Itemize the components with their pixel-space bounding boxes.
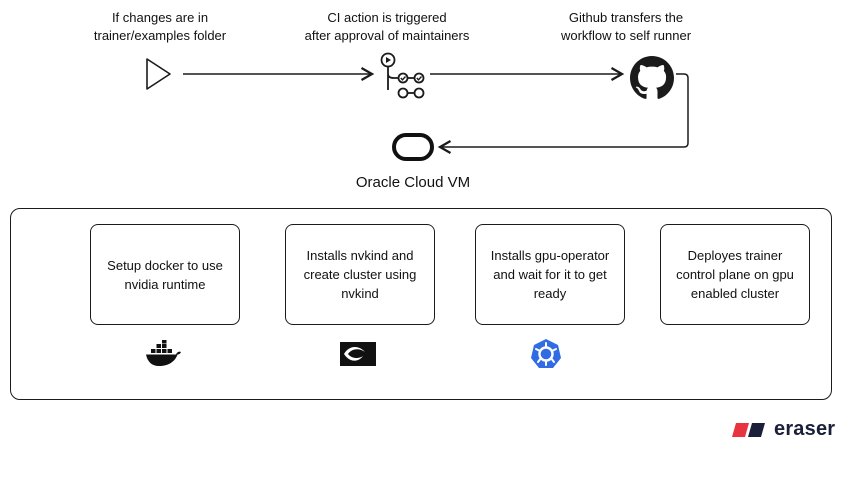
github-caption: Github transfers the workflow to self ru… — [560, 10, 692, 43]
step-setup-docker: Setup docker to use nvidia runtime — [90, 224, 240, 325]
eraser-logo-icon — [732, 422, 765, 437]
docker-icon — [146, 340, 181, 366]
arrow-github-to-vm — [437, 73, 689, 154]
trigger-caption: If changes are in trainer/examples folde… — [93, 10, 227, 43]
nvidia-icon — [340, 342, 376, 366]
ci-caption: CI action is triggered after approval of… — [304, 10, 470, 43]
vm-container — [10, 208, 832, 400]
eraser-brand: eraser — [732, 418, 835, 441]
step-deploy-trainer: Deployes trainer control plane on gpu en… — [660, 224, 810, 325]
kubernetes-icon — [531, 339, 561, 368]
eraser-brand-text: eraser — [774, 418, 836, 440]
play-icon — [146, 58, 171, 90]
vm-label: Oracle Cloud VM — [355, 174, 471, 191]
step-text: Deployes trainer control plane on gpu en… — [676, 248, 794, 301]
github-actions-icon — [380, 52, 425, 99]
step-text: Installs gpu-operator and wait for it to… — [490, 248, 610, 301]
step-text: Setup docker to use nvidia runtime — [107, 257, 223, 292]
step-install-nvkind: Installs nvkind and create cluster using… — [285, 224, 435, 325]
oracle-icon — [392, 133, 434, 161]
github-icon — [630, 56, 674, 99]
step-text: Installs nvkind and create cluster using… — [303, 248, 417, 301]
step-install-gpu-operator: Installs gpu-operator and wait for it to… — [475, 224, 625, 325]
